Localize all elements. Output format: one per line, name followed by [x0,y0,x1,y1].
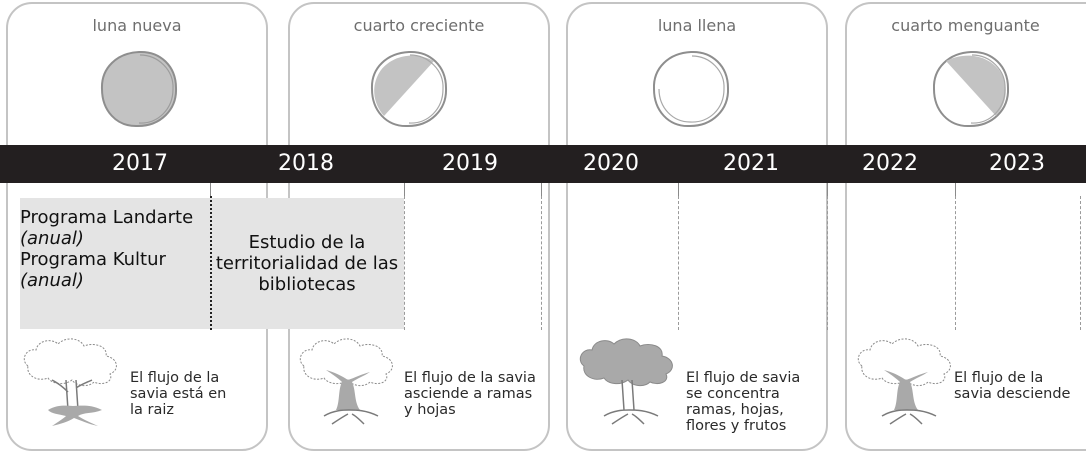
sap-flow-text-canopy: El flujo de savia se concentra ramas, ho… [686,370,826,434]
activity-highlight-background [20,198,404,329]
timeline-tick [404,183,405,198]
divider-dashed [404,196,405,330]
sap-flow-line: El flujo de la savia [404,370,536,386]
new-moon-icon [100,50,178,128]
phase-title-luna-nueva: luna nueva [92,16,182,35]
tree-roots-icon [23,338,117,426]
year-2018: 2018 [278,151,334,176]
full-moon-icon [652,50,730,128]
sap-flow-line: El flujo de savia [686,370,801,386]
year-2017: 2017 [112,151,168,176]
activity-programs: Programa Landarte (anual) Programa Kultu… [20,207,215,291]
sap-flow-line: asciende a ramas [404,386,533,402]
activity-estudio-line: Estudio de la [248,232,366,253]
year-2020: 2020 [583,151,639,176]
divider-dotted [210,196,212,330]
year-2019: 2019 [442,151,498,176]
activity-landarte: Programa Landarte [20,207,194,228]
year-2021: 2021 [723,151,779,176]
timeline-tick [827,183,828,198]
divider-dashed [678,196,679,330]
sap-flow-line: se concentra [686,386,780,402]
year-timeline-bar: 2017 2018 2019 2020 2021 2022 2023 [0,145,1086,183]
divider-dashed [827,196,828,330]
timeline-tick [541,183,542,198]
activity-kultur-note: (anual) [20,270,84,291]
sap-flow-text-root: El flujo de la savia está en la raiz [130,370,260,418]
tree-full-canopy-icon [579,338,673,425]
activity-estudio-line: bibliotecas [258,274,356,295]
tree-rising-sap-icon [299,338,393,425]
divider-dashed [541,196,542,330]
activity-kultur: Programa Kultur [20,249,166,270]
activity-estudio-line: territorialidad de las [215,253,399,274]
sap-flow-text-descending: El flujo de la savia desciende [954,370,1084,402]
divider-dashed [955,196,956,330]
year-2022: 2022 [862,151,918,176]
sap-flow-line: ramas, hojas, [686,402,784,418]
sap-flow-line: y hojas [404,402,456,418]
tree-descending-sap-icon [857,338,951,425]
timeline-tick [210,183,211,198]
last-quarter-moon-icon [932,50,1010,128]
timeline-tick [678,183,679,198]
timeline-tick [955,183,956,198]
sap-flow-line: El flujo de la [130,370,220,386]
sap-flow-line: savia está en [130,386,227,402]
phase-title-luna-llena: luna llena [657,16,737,35]
divider-dashed [1080,196,1081,330]
phase-title-cuarto-menguante: cuarto menguante [891,16,1040,35]
first-quarter-moon-icon [370,50,448,128]
sap-flow-line: El flujo de la [954,370,1044,386]
sap-flow-line: savia desciende [954,386,1071,402]
sap-flow-line: la raiz [130,402,175,418]
phase-title-cuarto-creciente: cuarto creciente [353,16,485,35]
sap-flow-line: flores y frutos [686,418,787,434]
year-2023: 2023 [989,151,1045,176]
sap-flow-text-rising: El flujo de la savia asciende a ramas y … [404,370,554,418]
phase-panel-cuarto-menguante [845,2,1086,451]
activity-estudio: Estudio de la territorialidad de las bib… [210,232,404,295]
activity-landarte-note: (anual) [20,228,84,249]
